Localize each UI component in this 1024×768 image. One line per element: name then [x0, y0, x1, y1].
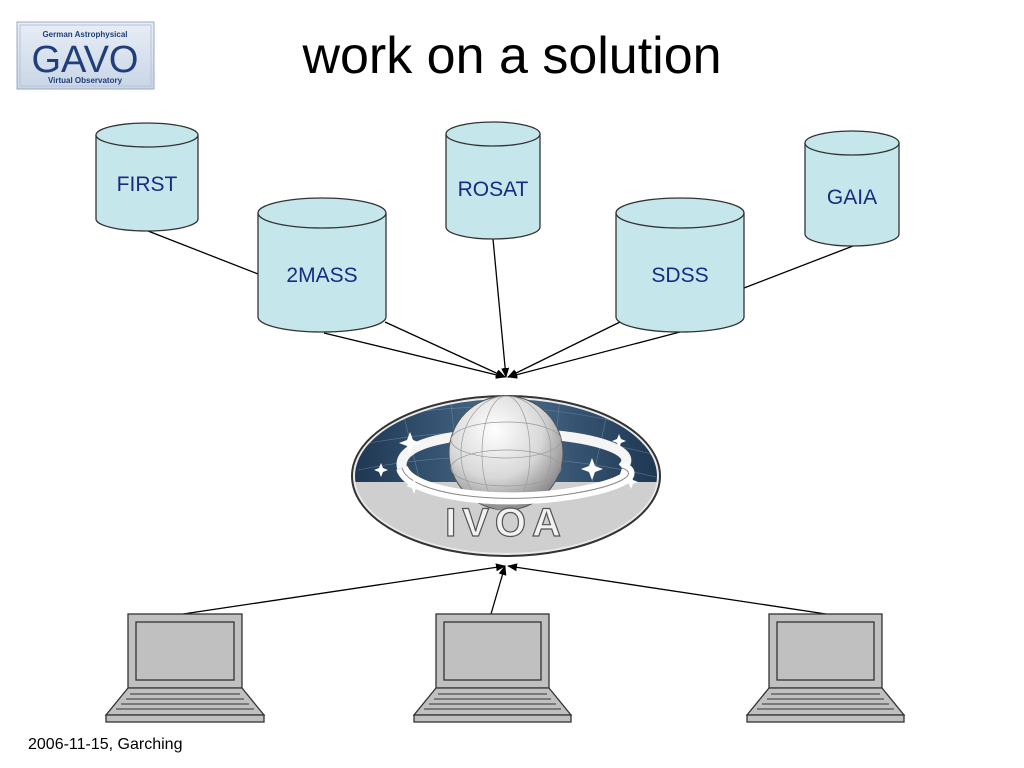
- line-laptop-right-hub: [507, 563, 827, 615]
- line-2mass-hub: [323, 332, 506, 379]
- db-gaia: GAIA: [804, 130, 900, 247]
- db-sdss: SDSS: [615, 197, 745, 333]
- logo-main-text: GAVO: [32, 39, 139, 81]
- db-rosat: ROSAT: [445, 121, 541, 240]
- db-rosat-label: ROSAT: [458, 178, 529, 201]
- gavo-logo: German Astrophysical GAVO Virtual Observ…: [16, 21, 155, 90]
- client-connections: [182, 563, 827, 615]
- logo-top-text: German Astrophysical: [42, 30, 127, 39]
- db-sdss-label: SDSS: [651, 264, 708, 287]
- laptop-right: [745, 613, 906, 723]
- line-first-2mass: [147, 230, 259, 275]
- ivoa-text: IVOA: [445, 501, 567, 545]
- line-sdss-hub: [507, 321, 621, 378]
- logo-bottom-text: Virtual Observatory: [48, 76, 123, 85]
- db-2mass: 2MASS: [257, 197, 387, 333]
- line-rosat-hub: [492, 238, 510, 378]
- db-first: FIRST: [95, 122, 199, 232]
- laptop-center: [412, 613, 573, 723]
- line-laptop-center-hub: [490, 565, 507, 615]
- db-gaia-label: GAIA: [827, 186, 877, 209]
- db-2mass-label: 2MASS: [286, 264, 357, 287]
- footer-date-location: 2006-11-15, Garching: [28, 736, 183, 753]
- db-connections: [147, 230, 854, 379]
- line-sdss-hub-2: [507, 331, 681, 379]
- line-sdss-gaia: [743, 245, 854, 289]
- db-first-label: FIRST: [117, 173, 178, 196]
- line-laptop-left-hub: [182, 563, 506, 615]
- slide-title: work on a solution: [302, 27, 722, 85]
- laptop-left: [104, 613, 266, 723]
- ivoa-hub-logo: IVOA: [351, 395, 661, 557]
- line-2mass-hub-2: [384, 321, 506, 378]
